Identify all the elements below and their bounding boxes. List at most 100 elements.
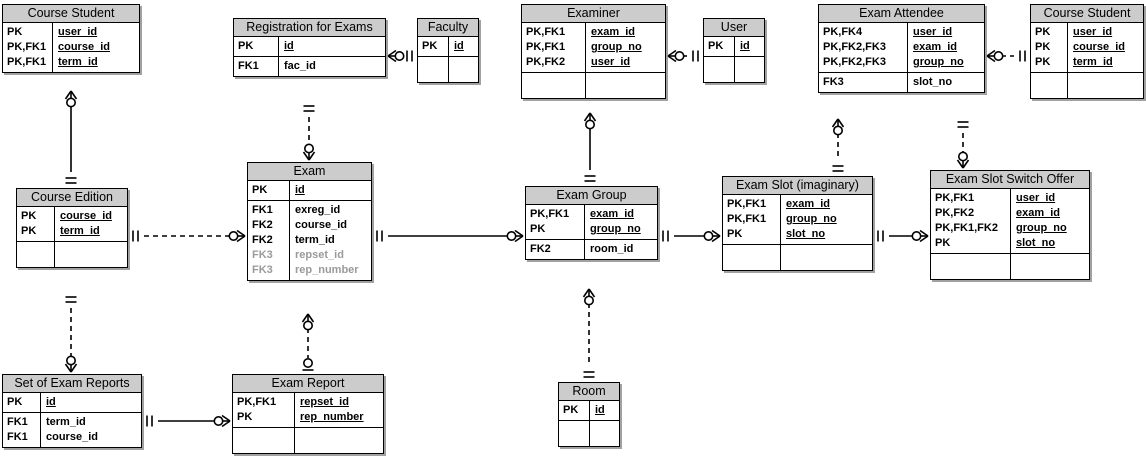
- key-column: [233, 428, 295, 453]
- attribute-label: user_id: [913, 26, 953, 38]
- relationship-rel-reportset-examreport: [146, 414, 231, 428]
- key-label: PK: [21, 210, 37, 222]
- relationship-rel-courseedition-exam: [132, 229, 246, 243]
- attribute-column: fac_id: [279, 57, 320, 76]
- relationship-rel-examgroup-room: [582, 288, 596, 378]
- attribute-label: id: [284, 40, 294, 52]
- attribute-label: id: [454, 40, 464, 52]
- attribute-label: exam_id: [591, 26, 636, 38]
- key-column: PK: [248, 181, 290, 200]
- entity-section: FK1 fac_id: [234, 56, 385, 76]
- attribute-label: user_id: [591, 56, 631, 68]
- key-label: PK,FK2,FK3: [823, 56, 886, 68]
- entity-title: Exam Slot (imaginary): [723, 177, 872, 195]
- key-label: FK3: [823, 76, 844, 88]
- key-label: FK2: [252, 219, 273, 231]
- key-label: PK,FK2: [935, 207, 975, 219]
- key-label: PK: [530, 223, 546, 235]
- attribute-label: exreg_id: [295, 204, 341, 216]
- attribute-label: group_no: [913, 56, 964, 68]
- key-column: PK: [234, 37, 279, 56]
- entity-section: [704, 56, 764, 82]
- relationship-rel-coursestudent-courseedition: [64, 90, 78, 184]
- key-column: [704, 57, 735, 82]
- key-label: PK,FK1: [526, 41, 566, 53]
- entity-title: Exam Report: [233, 375, 383, 393]
- relationship-rel-regexams-faculty: [387, 49, 413, 63]
- attribute-column: id: [590, 401, 609, 420]
- relationship-rel-attendee-examslot: [831, 118, 845, 172]
- attribute-column: [1011, 254, 1020, 279]
- entity-title: Course Edition: [17, 189, 127, 207]
- key-label: PK: [7, 396, 23, 408]
- key-label: PK: [727, 228, 743, 240]
- attribute-label: course_id: [1073, 41, 1125, 53]
- entity-section: [522, 72, 665, 98]
- attribute-label: exam_id: [913, 41, 958, 53]
- key-label: FK1: [252, 204, 273, 216]
- key-label: PK,FK1: [7, 41, 47, 53]
- key-label: PK,FK1: [530, 208, 570, 220]
- attribute-column: [735, 57, 744, 82]
- key-label: PK: [252, 184, 268, 196]
- attribute-label: term_id: [295, 234, 335, 246]
- attribute-label: term_id: [58, 56, 98, 68]
- key-label: FK1: [238, 60, 259, 72]
- key-label: PK,FK1: [526, 26, 566, 38]
- entity-title: Room: [559, 383, 619, 401]
- attribute-label: slot_no: [913, 76, 953, 88]
- attribute-column: id: [449, 37, 468, 56]
- attribute-label: term_id: [1073, 56, 1113, 68]
- entity-section: [559, 420, 619, 446]
- entity-section: [1031, 72, 1143, 98]
- relationship-rel-courseedition-reportset: [64, 296, 78, 373]
- attribute-label: course_id: [58, 41, 110, 53]
- key-column: PK: [3, 393, 41, 412]
- relationship-rel-attendee-coursestudent: [986, 49, 1026, 63]
- attribute-column: room_id: [585, 240, 637, 259]
- attribute-label: id: [595, 404, 605, 416]
- key-label: PK: [21, 225, 37, 237]
- key-column: FK1: [234, 57, 279, 76]
- attribute-label: fac_id: [284, 60, 316, 72]
- key-label: PK: [422, 40, 438, 52]
- entity-section: [233, 427, 383, 453]
- attribute-column: id: [279, 37, 298, 56]
- key-label: PK,FK2: [526, 56, 566, 68]
- key-label: PK: [708, 40, 724, 52]
- key-column: PK: [559, 401, 590, 420]
- entity-section: PK id: [418, 37, 478, 56]
- key-label: PK,FK2,FK3: [823, 41, 886, 53]
- attribute-label: group_no: [1016, 222, 1067, 234]
- key-label: FK2: [252, 234, 273, 246]
